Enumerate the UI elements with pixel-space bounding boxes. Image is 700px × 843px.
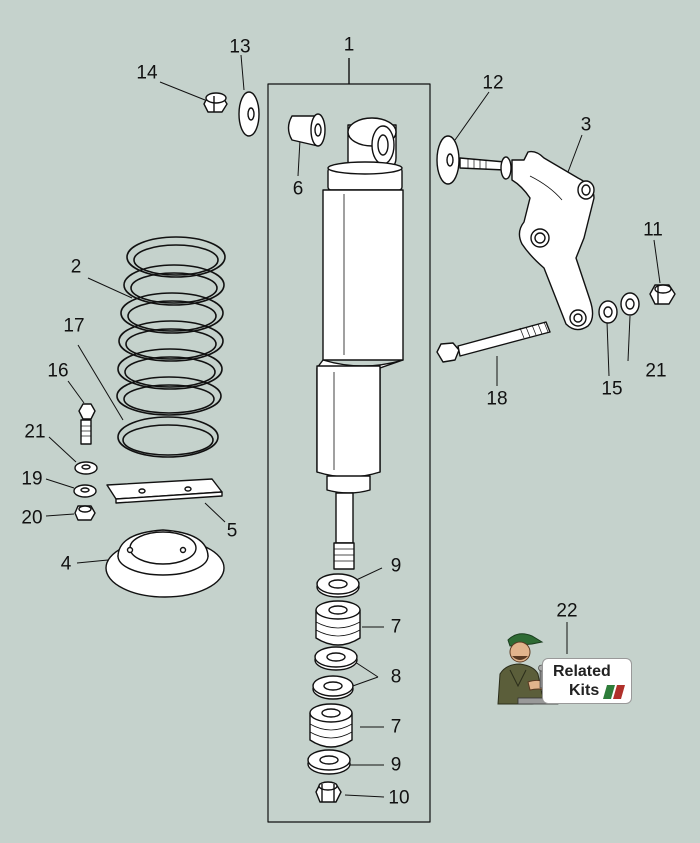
shock-absorber-1[interactable] xyxy=(316,117,404,570)
callout-9-upper[interactable]: 9 xyxy=(390,555,402,577)
callout-7-upper[interactable]: 7 xyxy=(390,616,402,638)
callout-13[interactable]: 13 xyxy=(229,36,251,58)
nut-20[interactable] xyxy=(74,505,96,521)
callout-16[interactable]: 16 xyxy=(47,360,69,382)
washer-12[interactable] xyxy=(436,135,460,185)
callout-12[interactable]: 12 xyxy=(482,72,504,94)
washer-9-lower[interactable] xyxy=(307,749,351,775)
callout-17[interactable]: 17 xyxy=(63,315,85,337)
related-kits-line2: Kits xyxy=(569,682,600,699)
callout-20[interactable]: 20 xyxy=(21,507,43,529)
callout-14[interactable]: 14 xyxy=(136,62,158,84)
plate-5[interactable] xyxy=(106,478,223,504)
related-kits-badge[interactable]: Related Kits xyxy=(488,624,634,706)
related-kits-line1: Related xyxy=(553,663,611,680)
washer-8-lower[interactable] xyxy=(312,675,354,700)
bush-6[interactable] xyxy=(287,113,326,147)
bolt-16[interactable] xyxy=(78,403,96,445)
nut-11[interactable] xyxy=(649,284,676,305)
washer-8-upper[interactable] xyxy=(314,646,358,671)
long-bolt-18[interactable] xyxy=(436,321,551,363)
coil-spring-2[interactable] xyxy=(116,236,226,416)
callout-8[interactable]: 8 xyxy=(390,666,402,688)
callout-2[interactable]: 2 xyxy=(70,256,82,278)
rubber-bush-7-lower[interactable] xyxy=(309,703,353,748)
callout-1[interactable]: 1 xyxy=(343,34,355,56)
callout-19[interactable]: 19 xyxy=(21,468,43,490)
callout-3[interactable]: 3 xyxy=(580,114,592,136)
stripes-icon xyxy=(603,685,625,699)
callout-6[interactable]: 6 xyxy=(292,178,304,200)
washer-9-upper[interactable] xyxy=(316,573,360,598)
washer-13[interactable] xyxy=(238,91,260,137)
washer-15[interactable] xyxy=(598,300,618,324)
washer-19[interactable] xyxy=(73,484,97,498)
spring-seat-4[interactable] xyxy=(105,529,225,598)
spacer-ring-17[interactable] xyxy=(117,416,219,458)
callout-5[interactable]: 5 xyxy=(226,520,238,542)
bracket-3[interactable] xyxy=(459,150,595,331)
washer-21-left[interactable] xyxy=(74,461,98,475)
callout-7-lower[interactable]: 7 xyxy=(390,716,402,738)
callout-21-right[interactable]: 21 xyxy=(645,360,667,382)
leader-lines xyxy=(45,54,661,798)
nut-10[interactable] xyxy=(315,781,342,803)
rubber-bush-7-upper[interactable] xyxy=(315,600,361,646)
callout-11[interactable]: 11 xyxy=(643,219,663,241)
callout-18[interactable]: 18 xyxy=(486,388,508,410)
callout-9-lower[interactable]: 9 xyxy=(390,754,402,776)
callout-4[interactable]: 4 xyxy=(60,553,72,575)
callout-21-left[interactable]: 21 xyxy=(24,421,46,443)
nut-14[interactable] xyxy=(203,92,228,113)
callout-15[interactable]: 15 xyxy=(601,378,623,400)
callout-10[interactable]: 10 xyxy=(388,787,410,809)
related-kits-box[interactable]: Related Kits xyxy=(542,658,632,704)
washer-21-right[interactable] xyxy=(620,292,640,316)
callout-22[interactable]: 22 xyxy=(556,600,578,622)
